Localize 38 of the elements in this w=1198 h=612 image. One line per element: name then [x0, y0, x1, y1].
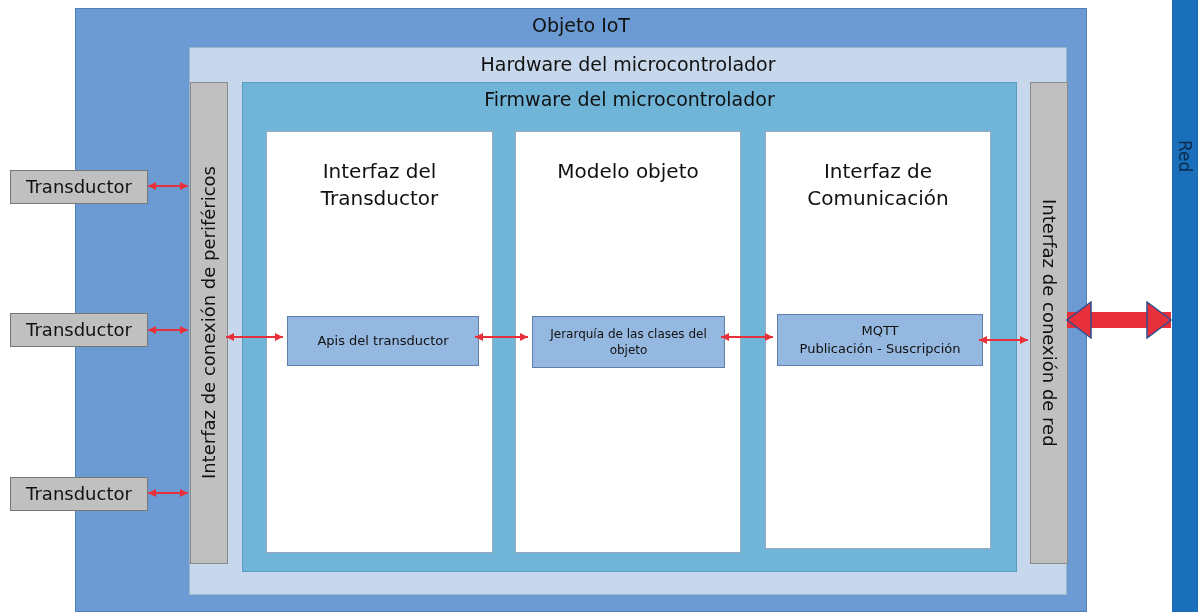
component-box — [777, 314, 983, 366]
label-text: MQTT — [860, 322, 900, 340]
interface-bar — [190, 82, 228, 564]
arrow — [147, 326, 189, 334]
component-box — [532, 316, 725, 368]
module-box — [765, 131, 991, 549]
label-text: Publicación - Suscripción — [798, 340, 962, 358]
network-bar — [1172, 0, 1198, 612]
label-text: Apis del transductor — [316, 332, 450, 350]
label-text: Interfaz de conexión de red — [1038, 199, 1062, 447]
heading-text: Hardware del microcontrolador — [480, 52, 776, 77]
arrow — [474, 333, 529, 341]
transducer-box — [10, 170, 148, 204]
transducer-box — [10, 313, 148, 347]
block-arrow — [1066, 301, 1172, 339]
arrow — [147, 182, 189, 190]
heading-text: Objeto IoT — [532, 13, 630, 38]
group-box — [242, 82, 1017, 572]
transducer-box — [10, 477, 148, 511]
interface-bar — [1030, 82, 1068, 564]
label-text: Jerarquía de las clases del objeto — [548, 325, 708, 359]
label-text: Transductor — [25, 317, 133, 342]
heading-text: Interfaz del Transductor — [319, 158, 440, 212]
arrow — [720, 333, 774, 341]
arrow — [978, 336, 1029, 344]
module-box — [515, 131, 741, 553]
label-text: Red — [1174, 139, 1197, 173]
arrow — [147, 489, 189, 497]
label-text: Transductor — [25, 174, 133, 199]
heading-text: Modelo objeto — [556, 158, 700, 185]
component-box — [287, 316, 479, 366]
label-text: Interfaz de conexión de periféricos — [196, 166, 220, 480]
module-box — [266, 131, 493, 553]
heading-text: Firmware del microcontrolador — [484, 87, 775, 112]
group-box — [189, 47, 1067, 595]
heading-text: Interfaz de Comunicación — [806, 158, 950, 212]
label-text: Transductor — [25, 481, 133, 506]
arrow — [225, 333, 284, 341]
